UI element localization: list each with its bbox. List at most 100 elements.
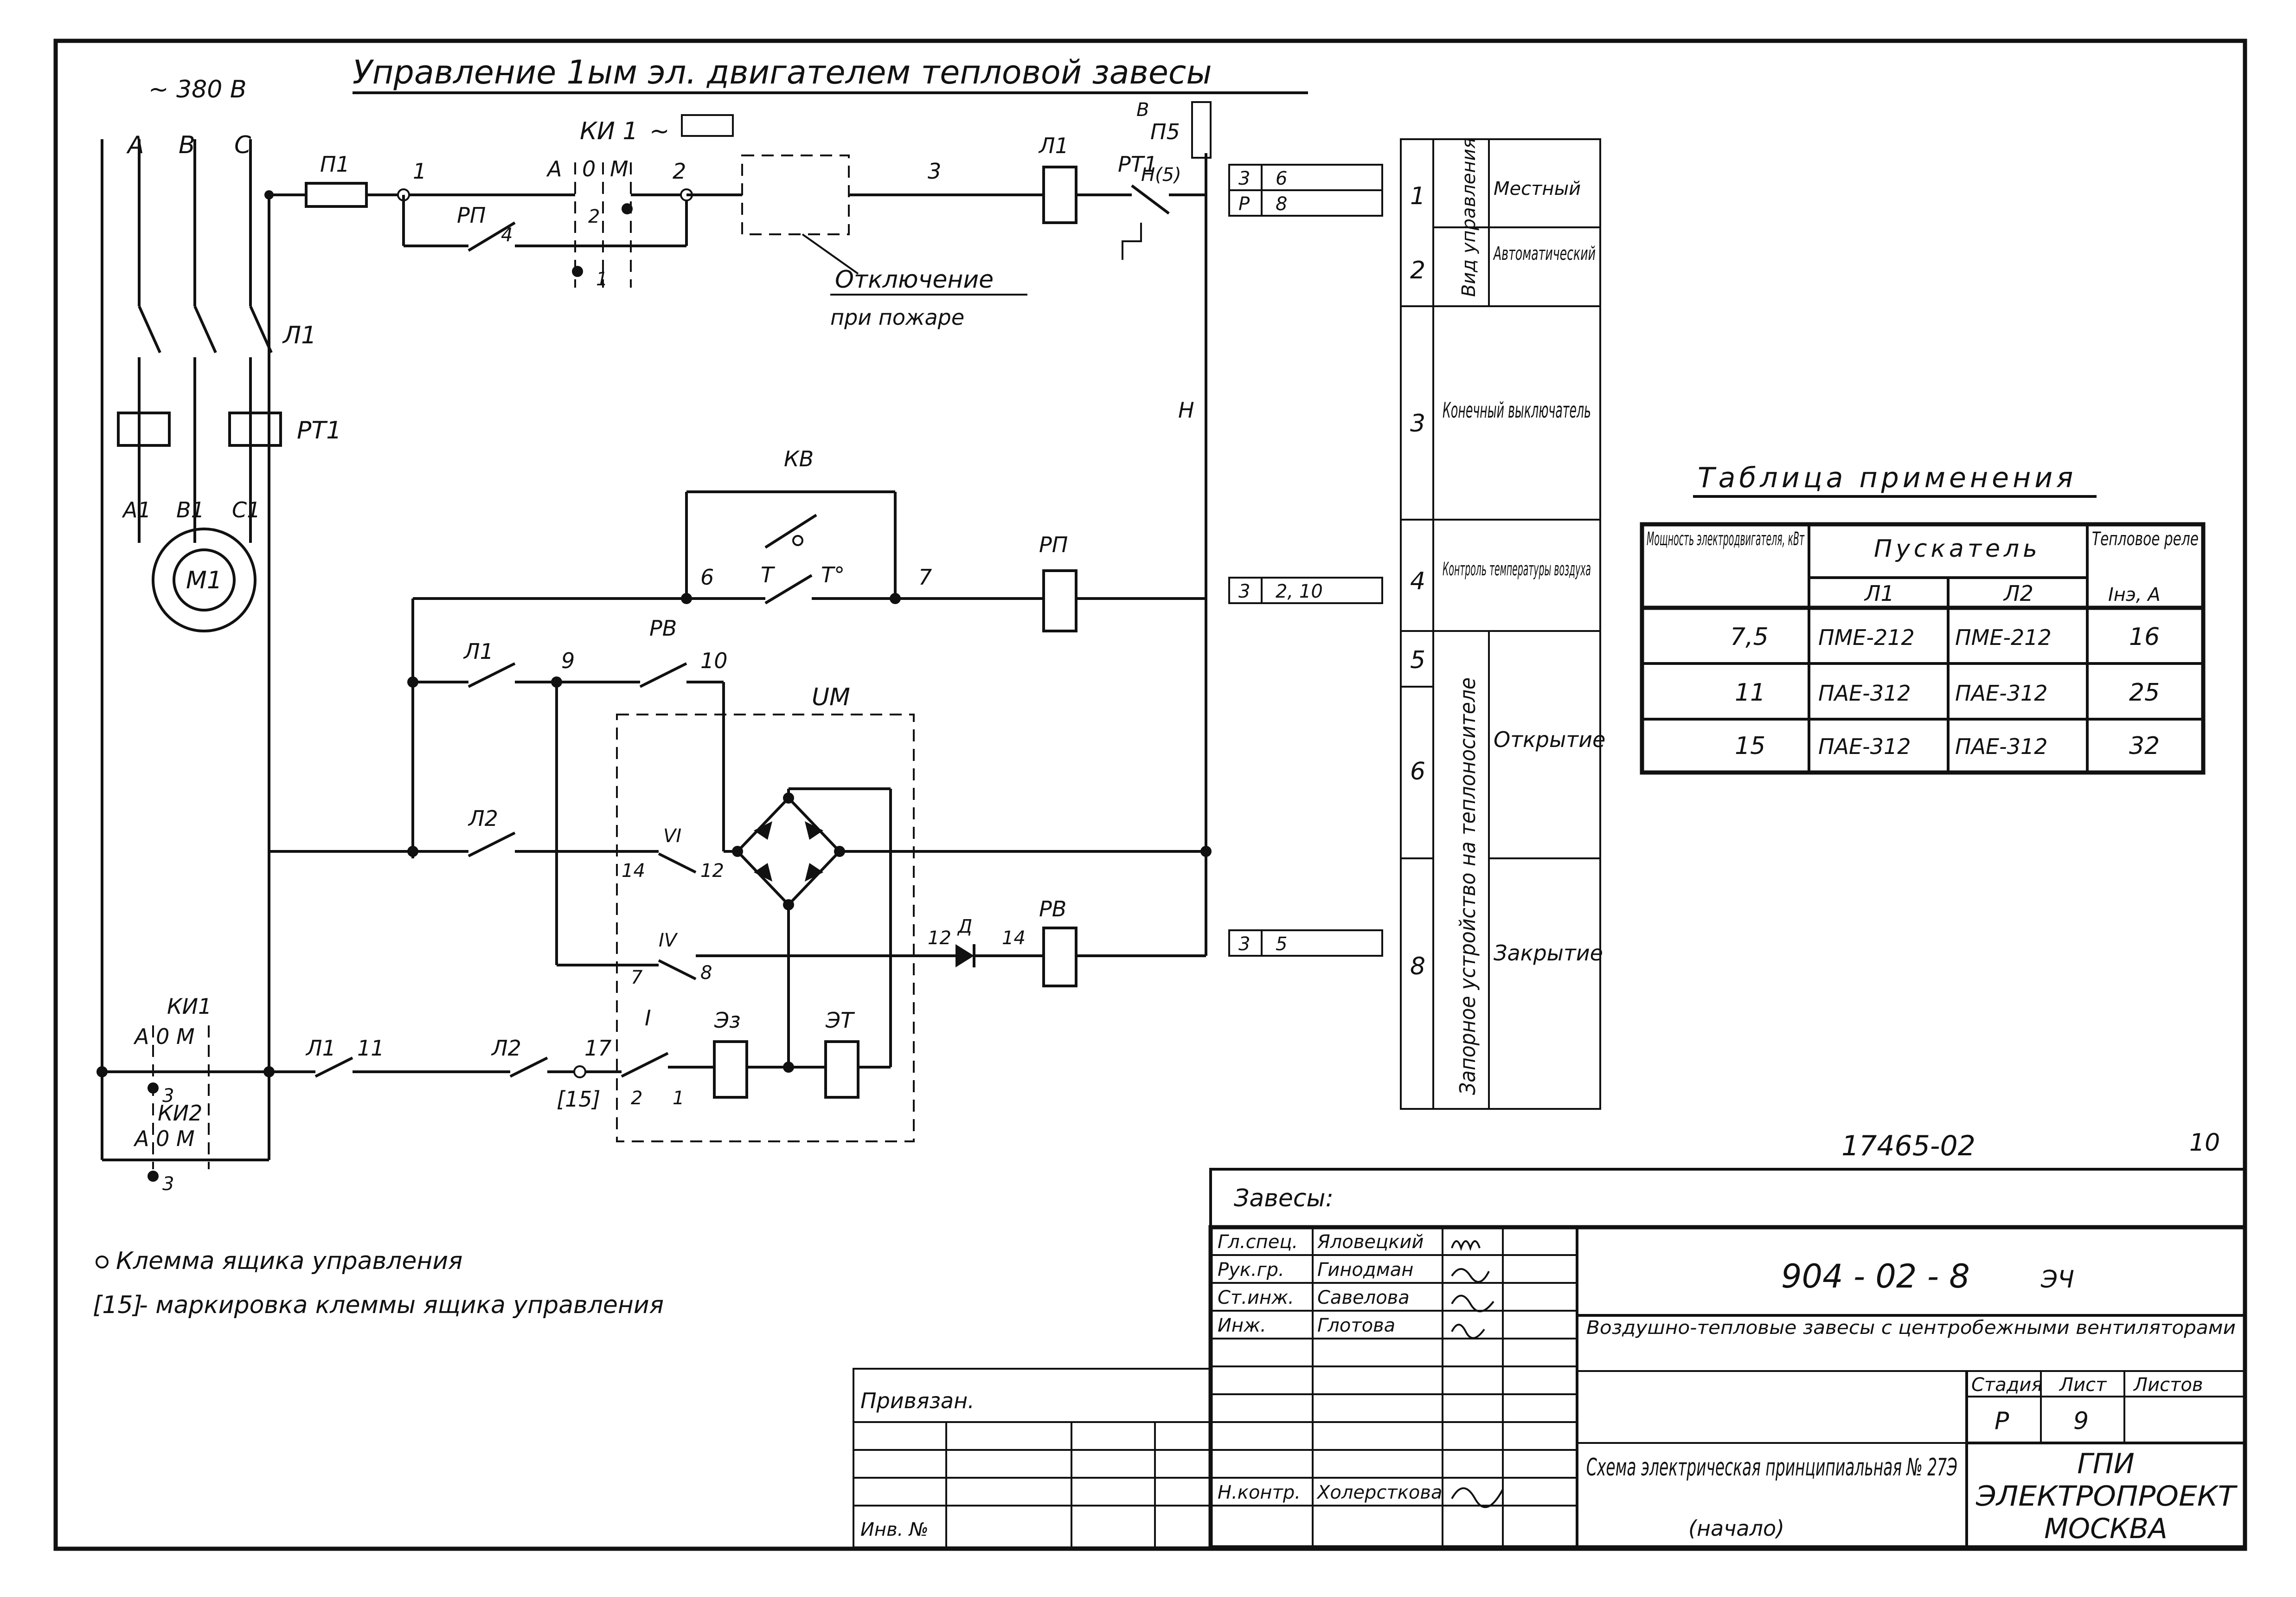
fire-cutoff-leader xyxy=(802,233,859,275)
iv-label: IV xyxy=(659,930,678,951)
l2-bottom-label: Л2 xyxy=(491,1036,521,1061)
cross-ref-4-sheet: 3 xyxy=(1238,934,1250,955)
project-name: Воздушно-тепловые завесы с центробежными… xyxy=(1586,1317,2236,1339)
at-r1-l1: ПМЕ-212 xyxy=(1818,625,1915,650)
motor-terminal-a1: А1 xyxy=(122,497,151,522)
pt1-reset xyxy=(1122,223,1142,260)
vi-contact xyxy=(658,852,697,874)
org-line-3: МОСКВА xyxy=(2044,1513,2168,1545)
at-r1-power: 7,5 xyxy=(1730,623,1769,651)
ku1-label: КИ 1 xyxy=(580,117,638,145)
ku1-dot xyxy=(148,1082,159,1094)
at-r3-power: 15 xyxy=(1735,732,1765,760)
stage-value: Р xyxy=(1995,1407,2009,1435)
sig-role-4: Инж. xyxy=(1218,1315,1266,1336)
signature-1 xyxy=(1451,1240,1481,1251)
doc-code: 904 - 02 - 8 xyxy=(1781,1257,1970,1295)
at-h-relay-sub: Iнэ, А xyxy=(2108,584,2161,605)
fc-num-4: 4 xyxy=(1410,567,1425,595)
cross-ref-3 xyxy=(1228,577,1383,604)
fc-group-control: Вид управления xyxy=(1458,138,1480,297)
terminal-17 xyxy=(573,1065,586,1078)
um-label: UМ xyxy=(812,683,850,711)
doc-code-suffix: ЭЧ xyxy=(2040,1266,2074,1294)
kv-label: КВ xyxy=(784,446,814,471)
fuse-p1 xyxy=(305,182,368,208)
node-e3-et xyxy=(783,1062,794,1073)
at-h-starter: Пускатель xyxy=(1874,535,2041,563)
cross-ref-2 xyxy=(1228,189,1383,217)
subject-row xyxy=(1209,1168,2246,1229)
fc-label-local: Местный xyxy=(1494,178,1581,200)
t-contact xyxy=(764,574,813,605)
cross-ref-3-ref: 2, 10 xyxy=(1276,581,1323,602)
cross-ref-1-sheet: 3 xyxy=(1238,168,1250,189)
cross-ref-2-sheet: Р xyxy=(1238,193,1250,215)
bracket-15: [15] xyxy=(557,1087,600,1112)
n5-label: Н(5) xyxy=(1141,164,1181,186)
ku1-contact-dot-top xyxy=(622,203,633,214)
fc-label-temp: Контроль температуры воздуха xyxy=(1443,559,1591,580)
at-r2-l1: ПАЕ-312 xyxy=(1818,681,1911,706)
wire-4: 4 xyxy=(501,225,513,246)
wire-9: 9 xyxy=(561,648,575,673)
l2-bottom-contact xyxy=(509,1056,548,1078)
wire-1b: 1 xyxy=(673,1088,684,1109)
kv-contact xyxy=(764,514,817,549)
at-r2-power: 11 xyxy=(1735,679,1765,707)
cross-ref-1 xyxy=(1228,164,1383,191)
cross-ref-4-ref: 5 xyxy=(1276,934,1287,955)
privyazan-label: Привязан. xyxy=(860,1388,975,1413)
cross-ref-2-ref: 8 xyxy=(1276,193,1287,215)
contact-l1-a xyxy=(138,305,161,354)
ku1-pos-0: 0 xyxy=(582,156,596,181)
rp-contact xyxy=(468,221,516,252)
phase-c-label: С xyxy=(234,131,251,159)
wire-2: 2 xyxy=(673,159,686,184)
supply-voltage: ~ 380 В xyxy=(148,76,247,103)
ku1-contact-dot-bottom xyxy=(572,266,583,277)
ku1-tilde: ~ xyxy=(649,117,670,145)
contactor-l1-label: Л1 xyxy=(282,322,316,349)
at-h-l1: Л1 xyxy=(1864,581,1894,606)
sig-role-5: Н.контр. xyxy=(1218,1482,1301,1503)
legend-marking: - маркировка клеммы ящика управления xyxy=(139,1291,664,1319)
pt1-contact xyxy=(1131,184,1170,215)
sig-name-2: Гинодман xyxy=(1317,1259,1413,1281)
fc-num-3: 3 xyxy=(1410,410,1425,438)
stage-header: Стадия xyxy=(1971,1374,2042,1396)
fc-num-6: 6 xyxy=(1410,758,1425,786)
l1-bottom-label: Л1 xyxy=(305,1036,336,1061)
drawing-name: Схема электрическая принципиальная № 27Э xyxy=(1586,1454,1957,1481)
coil-rp-label: РП xyxy=(1039,532,1068,557)
cross-ref-3-sheet: 3 xyxy=(1238,581,1250,602)
phase-a-label: А xyxy=(126,131,144,159)
org-line-2: ЭЛЕКТРОПРОЕКТ xyxy=(1975,1480,2238,1513)
at-r2-relay: 25 xyxy=(2129,679,2160,707)
wire-8: 8 xyxy=(700,962,712,984)
ku1-wire-1: 1 xyxy=(596,269,608,290)
t0-label: Т° xyxy=(821,562,845,587)
motor-inner-circle xyxy=(173,548,236,612)
rv-contact xyxy=(639,662,687,688)
ku1-pos-a: А xyxy=(546,156,562,181)
fire-cutoff-text-1: Отключение xyxy=(835,266,994,294)
motor-label: М1 xyxy=(186,567,222,594)
l1-contact-label: Л1 xyxy=(463,639,494,664)
contact-l1-b xyxy=(193,305,217,354)
coil-rv xyxy=(1042,927,1077,987)
wire-14: 11 xyxy=(357,1036,385,1061)
inv-number: 17465-02 xyxy=(1841,1130,1975,1162)
coil-rv-label: РВ xyxy=(1039,896,1066,921)
ku2-term: 3 xyxy=(162,1173,174,1195)
sig-name-5: Холерсткова xyxy=(1316,1482,1442,1503)
sig-role-2: Рук.гр. xyxy=(1218,1259,1284,1281)
n-label: Н xyxy=(1178,398,1194,423)
sig-name-3: Савелова xyxy=(1317,1287,1410,1308)
at-r3-l2: ПАЕ-312 xyxy=(1955,734,2048,759)
i-contact xyxy=(621,1052,669,1078)
legend-marking-key: [15] xyxy=(93,1291,142,1319)
inv-label: Инв. № xyxy=(860,1519,929,1540)
diode-d-label: Д xyxy=(957,916,972,937)
